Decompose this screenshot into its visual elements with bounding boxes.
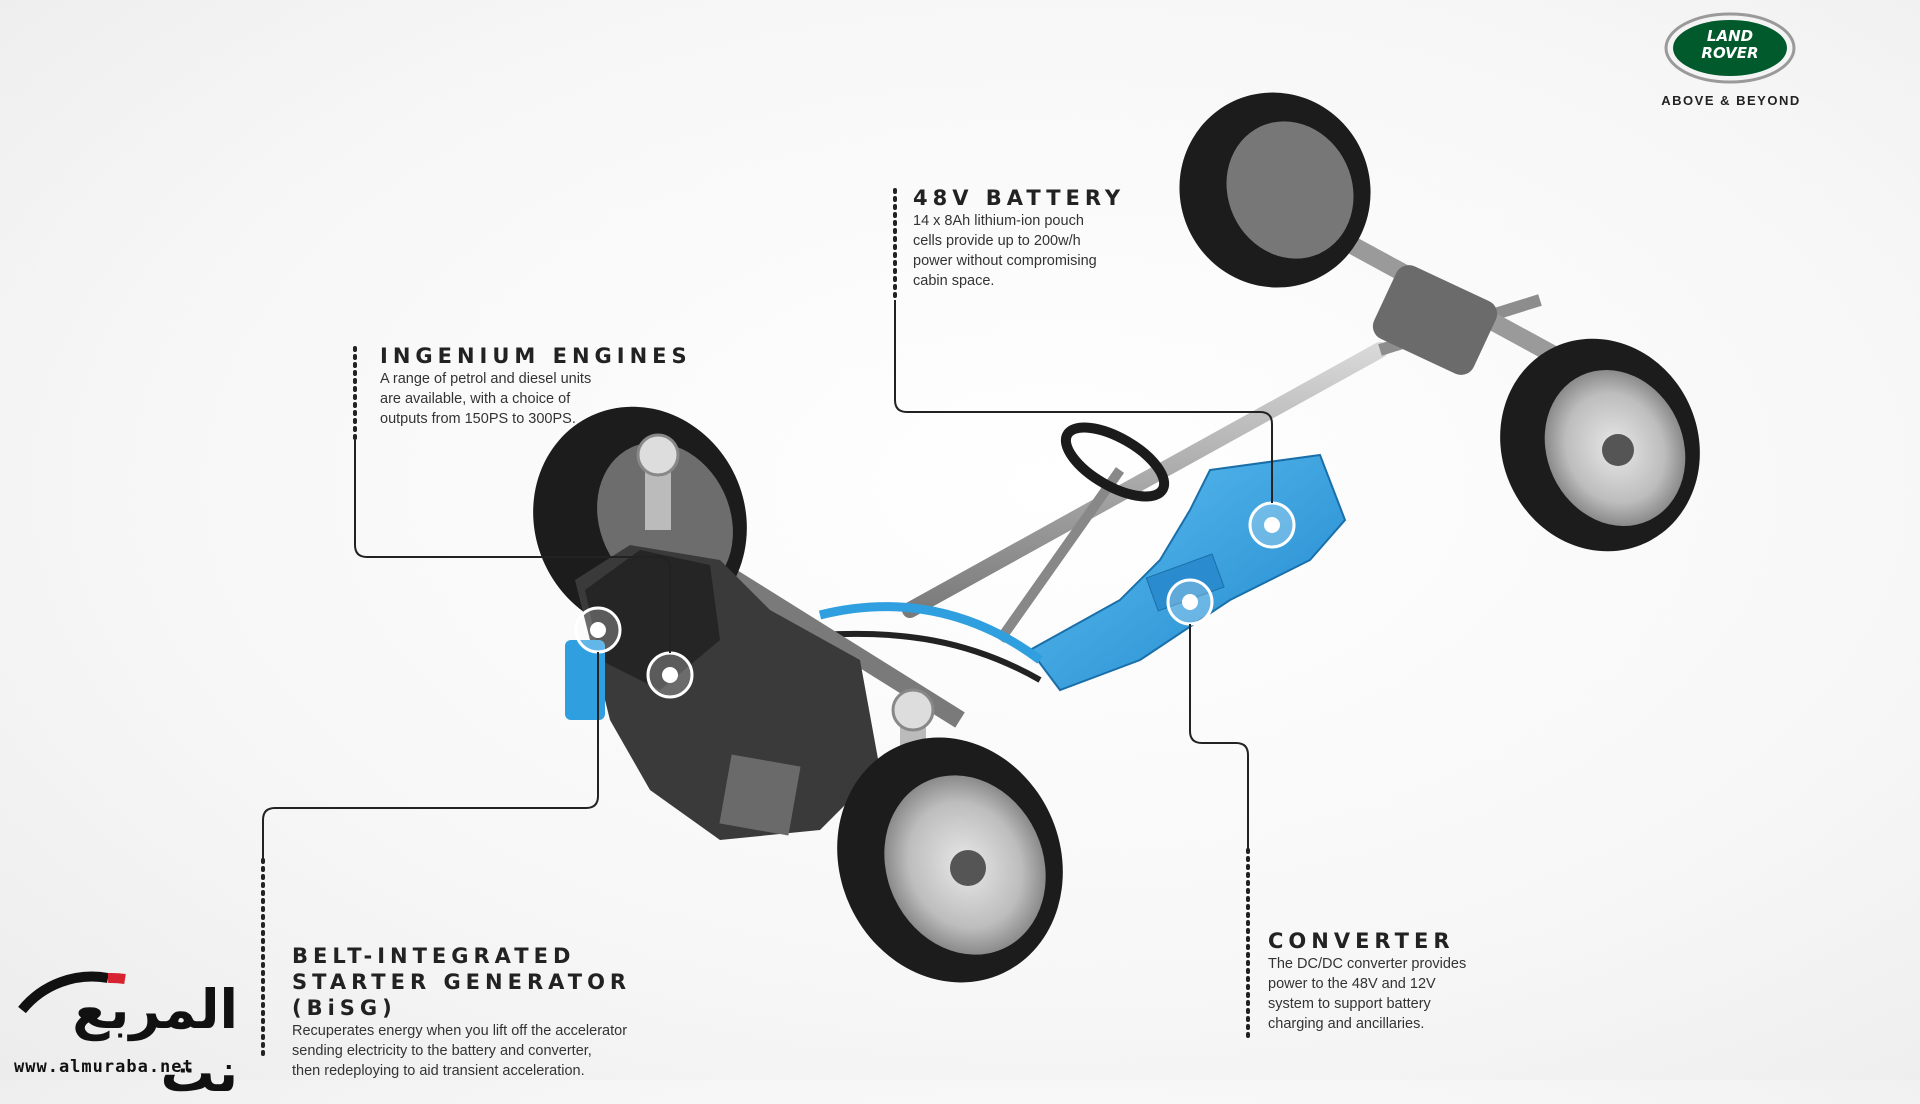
callout-converter: CONVERTER The DC/DC converter provides p…	[1268, 928, 1528, 1034]
marker-converter	[1166, 578, 1214, 626]
callout-battery: 48V BATTERY 14 x 8Ah lithium-ion pouch c…	[913, 185, 1173, 291]
logo-line2: ROVER	[1701, 44, 1759, 62]
leader-battery-line	[894, 300, 1273, 503]
callout-bisg-title1: BELT-INTEGRATED	[292, 944, 576, 968]
leader-engines-line	[354, 440, 671, 653]
callout-engines-body: A range of petrol and diesel units are a…	[380, 371, 592, 427]
propshaft	[902, 342, 1388, 618]
callout-converter-title: CONVERTER	[1268, 929, 1455, 953]
leader-bisg-line	[262, 652, 599, 860]
leader-converter-line	[1189, 624, 1249, 850]
battery-pack	[1028, 453, 1347, 692]
callout-bisg: BELT-INTEGRATED STARTER GENERATOR (BiSG)…	[292, 943, 732, 1081]
logo-line1: LAND	[1706, 27, 1754, 45]
front-right-wheel	[837, 737, 1063, 983]
marker-bisg	[574, 606, 622, 654]
bisg-unit	[565, 640, 605, 720]
engine-block	[565, 545, 880, 840]
marker-battery	[1248, 501, 1296, 549]
callout-battery-title: 48V BATTERY	[913, 186, 1126, 210]
logo-text: LAND ROVER	[1666, 28, 1794, 62]
rear-differential	[1372, 265, 1498, 375]
watermark-url: www.almuraba.net	[14, 1057, 194, 1077]
steering-column	[995, 467, 1125, 643]
watermark-arabic-name: المربع نت	[72, 978, 238, 1104]
brand-tagline: ABOVE & BEYOND	[1661, 93, 1801, 108]
ground-cable	[819, 630, 1042, 683]
chassis-illustration	[18, 12, 1796, 1057]
callout-battery-body: 14 x 8Ah lithium-ion pouch cells provide…	[913, 213, 1097, 289]
callout-bisg-body: Recuperates energy when you lift off the…	[292, 1023, 628, 1079]
rear-left-wheel	[1179, 92, 1371, 288]
front-shock-left	[636, 433, 680, 530]
steering-wheel	[1060, 422, 1170, 502]
hv-cable	[818, 602, 1043, 664]
rear-right-wheel	[1500, 338, 1700, 552]
land-rover-logo	[1664, 12, 1796, 84]
callout-engines: INGENIUM ENGINES A range of petrol and d…	[380, 343, 700, 429]
callout-bisg-title2: STARTER GENERATOR (BiSG)	[292, 970, 632, 1020]
callout-converter-body: The DC/DC converter provides power to th…	[1268, 956, 1467, 1032]
marker-engine	[646, 651, 694, 699]
almuraba-logo-arc	[18, 971, 126, 1014]
callout-engines-title: INGENIUM ENGINES	[380, 344, 692, 368]
